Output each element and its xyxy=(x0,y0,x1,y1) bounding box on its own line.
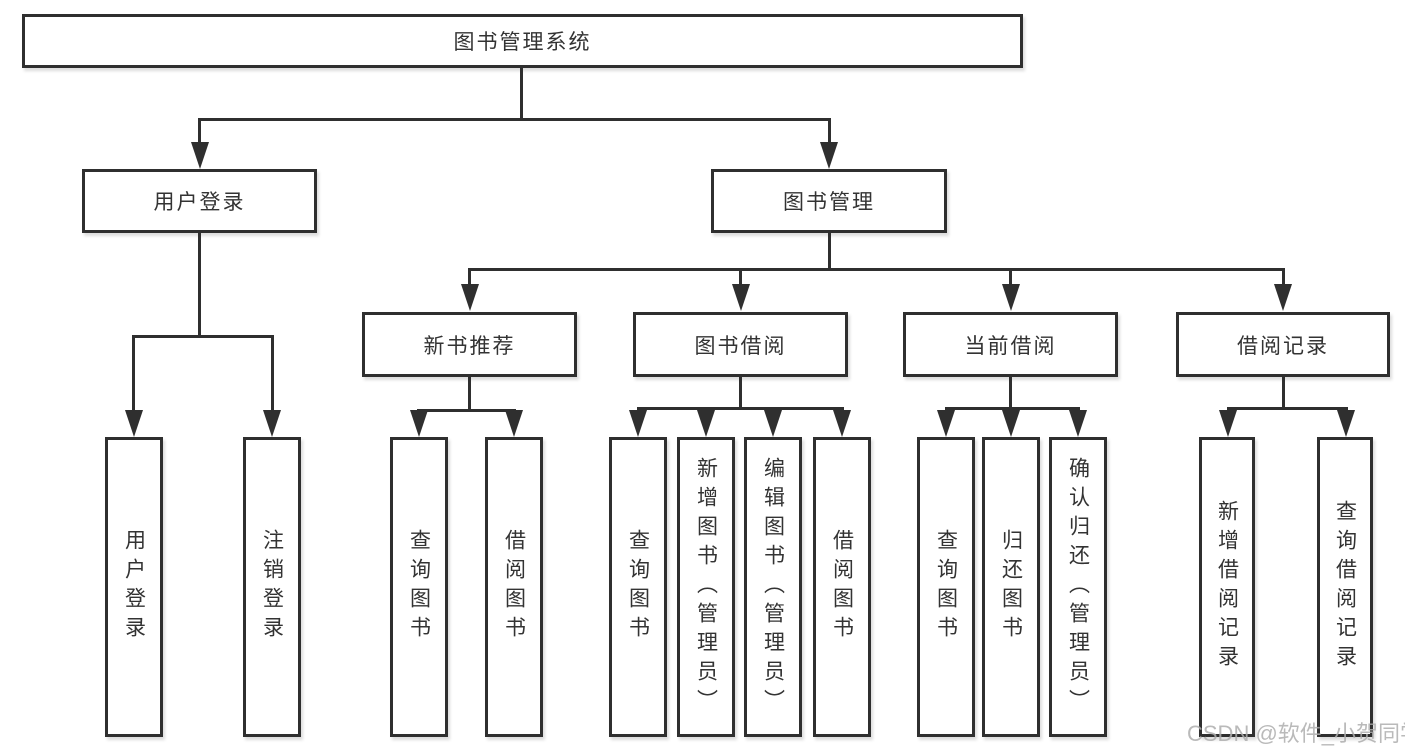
down-arrow-icon xyxy=(1219,410,1237,437)
connector-root-stem-line xyxy=(519,66,523,121)
connector-book-management-branch-line xyxy=(468,268,1285,271)
node-label: 图书管理系统 xyxy=(453,31,592,54)
leaf-user-login: 用户登录 xyxy=(105,437,163,737)
connector-user-login-branch-line xyxy=(132,335,274,338)
connector-new-book-branch-line xyxy=(417,409,516,412)
down-arrow-icon xyxy=(190,142,209,169)
leaf-newbook-query-book: 查询图书 xyxy=(390,437,448,737)
connector-records-down-line xyxy=(1281,375,1285,410)
down-arrow-icon xyxy=(697,410,715,437)
node-label: 用户登录 xyxy=(122,529,146,645)
down-arrow-icon xyxy=(731,284,750,311)
connector-book-management-stem-line xyxy=(827,121,831,144)
down-arrow-icon xyxy=(460,284,479,311)
down-arrow-icon xyxy=(410,410,428,437)
node-label: 编辑图书（管理员） xyxy=(761,456,785,718)
connector-new-book-down-line xyxy=(468,375,471,412)
connector-user-login-down-line xyxy=(198,230,201,338)
down-arrow-icon xyxy=(1001,284,1020,311)
node-new-book-recommend: 新书推荐 xyxy=(362,312,577,377)
node-label: 查询图书 xyxy=(934,529,958,645)
node-label: 用户登录 xyxy=(153,191,246,214)
down-arrow-icon xyxy=(1337,410,1355,437)
node-book-borrowing: 图书借阅 xyxy=(633,312,848,377)
connector-level3-stem-line xyxy=(1009,271,1012,285)
connector-current-borrow-down-line xyxy=(1009,375,1012,410)
node-label: 借阅图书 xyxy=(830,529,854,645)
connector-user-login-stem-line xyxy=(198,121,201,144)
node-label: 借阅记录 xyxy=(1237,334,1329,358)
node-current-borrowing: 当前借阅 xyxy=(903,312,1118,377)
leaf-current-return-book: 归还图书 xyxy=(982,437,1040,737)
node-label: 新增借阅记录 xyxy=(1215,500,1239,674)
down-arrow-icon xyxy=(833,410,851,437)
down-arrow-icon xyxy=(1274,284,1292,311)
connector-level3-stem-line xyxy=(1281,271,1285,285)
down-arrow-icon xyxy=(1002,410,1020,437)
down-arrow-icon xyxy=(764,410,782,437)
connector-book-management-down-line xyxy=(827,230,831,271)
node-label: 图书管理 xyxy=(783,191,875,214)
leaf-newbook-borrow-book: 借阅图书 xyxy=(485,437,543,737)
node-label: 新书推荐 xyxy=(423,334,516,358)
node-label: 图书借阅 xyxy=(694,334,787,358)
leaf-borrowing-borrow-book: 借阅图书 xyxy=(813,437,871,737)
connector-current-borrow-branch-line xyxy=(944,407,1080,410)
node-label: 当前借阅 xyxy=(964,334,1057,358)
node-user-login: 用户登录 xyxy=(82,169,317,233)
down-arrow-icon xyxy=(124,410,143,437)
node-book-management: 图书管理 xyxy=(711,169,947,233)
leaf-logout: 注销登录 xyxy=(243,437,301,737)
leaf-records-query-record: 查询借阅记录 xyxy=(1317,437,1373,737)
leaf-current-confirm-return-admin: 确认归还（管理员） xyxy=(1049,437,1107,737)
node-label: 归还图书 xyxy=(999,529,1023,645)
node-library-management-system: 图书管理系统 xyxy=(22,14,1023,68)
node-borrowing-records: 借阅记录 xyxy=(1176,312,1390,377)
connector-book-borrow-down-line xyxy=(739,375,742,410)
connector-level3-stem-line xyxy=(468,271,471,285)
node-label: 注销登录 xyxy=(260,529,284,645)
down-arrow-icon xyxy=(820,142,838,169)
node-label: 确认归还（管理员） xyxy=(1066,456,1090,718)
connector-book-borrow-branch-line xyxy=(636,407,844,410)
node-label: 借阅图书 xyxy=(502,529,526,645)
leaf-records-add-record: 新增借阅记录 xyxy=(1199,437,1255,737)
down-arrow-icon xyxy=(505,410,523,437)
connector-level3-stem-line xyxy=(739,271,742,285)
node-label: 查询图书 xyxy=(626,529,650,645)
leaf-current-query-book: 查询图书 xyxy=(917,437,975,737)
down-arrow-icon xyxy=(937,410,955,437)
leaf-borrowing-query-book: 查询图书 xyxy=(609,437,667,737)
connector-leaf-stem-line xyxy=(270,338,274,412)
connector-root-branch-line xyxy=(198,118,831,121)
down-arrow-icon xyxy=(629,410,647,437)
down-arrow-icon xyxy=(263,410,281,437)
node-label: 查询借阅记录 xyxy=(1333,500,1357,674)
leaf-borrowing-edit-book-admin: 编辑图书（管理员） xyxy=(744,437,802,737)
down-arrow-icon xyxy=(1069,410,1087,437)
node-label: 新增图书（管理员） xyxy=(694,456,718,718)
csdn-watermark: CSDN @软件_小贺同学 xyxy=(1187,721,1405,746)
leaf-borrowing-add-book-admin: 新增图书（管理员） xyxy=(677,437,735,737)
node-label: 查询图书 xyxy=(407,529,431,645)
connector-leaf-stem-line xyxy=(132,338,135,412)
connector-records-branch-line xyxy=(1226,407,1348,410)
